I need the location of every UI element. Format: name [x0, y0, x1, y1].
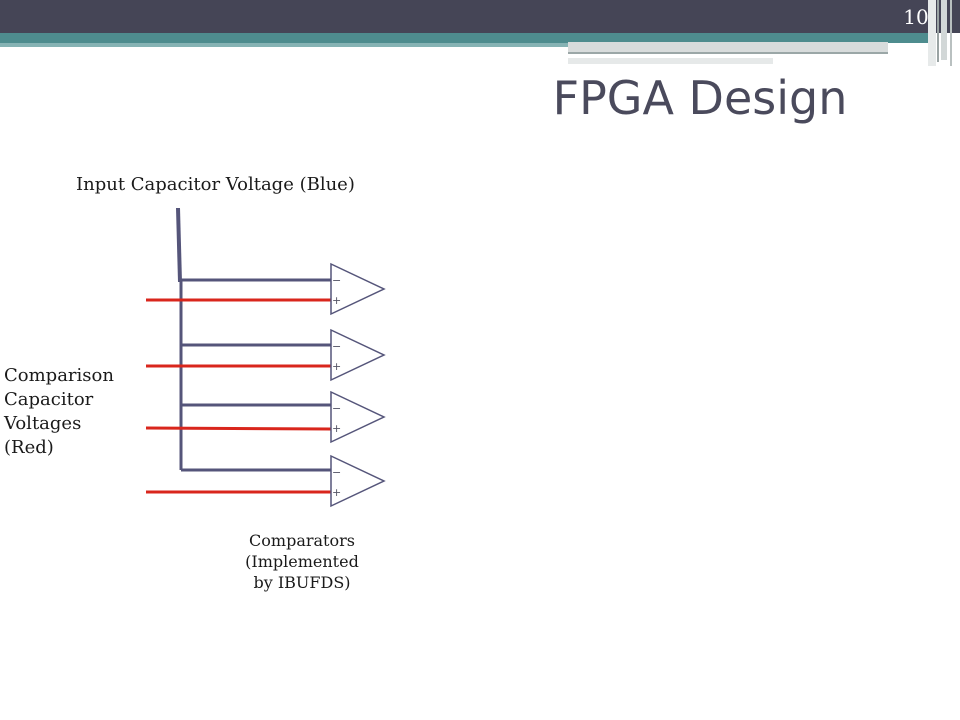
- input-voltage-label: Input Capacitor Voltage (Blue): [76, 174, 355, 195]
- minus-sign: −: [332, 402, 341, 415]
- comparison-voltages-label: Comparison Capacitor Voltages (Red): [4, 364, 144, 460]
- comparators-label-line: (Implemented: [245, 552, 359, 571]
- minus-sign: −: [332, 340, 341, 353]
- header-decor-line: [568, 52, 888, 54]
- header-decor-vbar: [950, 0, 952, 66]
- comparators-label-line: Comparators: [249, 531, 355, 550]
- minus-sign: −: [332, 466, 341, 479]
- plus-sign: +: [332, 294, 341, 307]
- comparator-triangle: [330, 454, 386, 508]
- comparators-label-line: by IBUFDS): [253, 573, 351, 592]
- comparison-label-line: Voltages: [4, 413, 82, 434]
- page-number: 10: [903, 5, 929, 29]
- header-accent-thin: [0, 43, 568, 47]
- plus-sign: +: [332, 360, 341, 373]
- comparison-label-line: Capacitor: [4, 389, 94, 410]
- comparison-label-line: (Red): [4, 437, 54, 458]
- plus-sign: +: [332, 486, 341, 499]
- comparator-triangle: [330, 390, 386, 444]
- comparator-3: − +: [330, 390, 386, 444]
- comparator-2: − +: [330, 328, 386, 382]
- minus-sign: −: [332, 274, 341, 287]
- header-decor-vbar: [937, 0, 939, 62]
- comparison-label-line: Comparison: [4, 365, 114, 386]
- comparators-label: Comparators (Implemented by IBUFDS): [220, 530, 384, 593]
- header-accent-bar: [0, 33, 930, 43]
- header-decor-line: [568, 58, 773, 64]
- plus-sign: +: [332, 422, 341, 435]
- input-wire-vertical: [176, 207, 182, 283]
- comparator-1: − +: [330, 262, 386, 316]
- comparison-wires: [145, 298, 332, 494]
- comparator-4: − +: [330, 454, 386, 508]
- comparison-wire-3: [145, 426, 332, 431]
- comparator-triangle: [330, 328, 386, 382]
- header-decor-vbar: [928, 0, 936, 66]
- comparator-triangle: [330, 262, 386, 316]
- input-wires: [176, 207, 331, 472]
- header-decor-vbar: [941, 0, 947, 60]
- header-decor-line: [568, 42, 888, 52]
- header-bar: [0, 0, 960, 33]
- comparators: − + − + − + − +: [330, 262, 386, 508]
- slide-title: FPGA Design: [552, 71, 848, 125]
